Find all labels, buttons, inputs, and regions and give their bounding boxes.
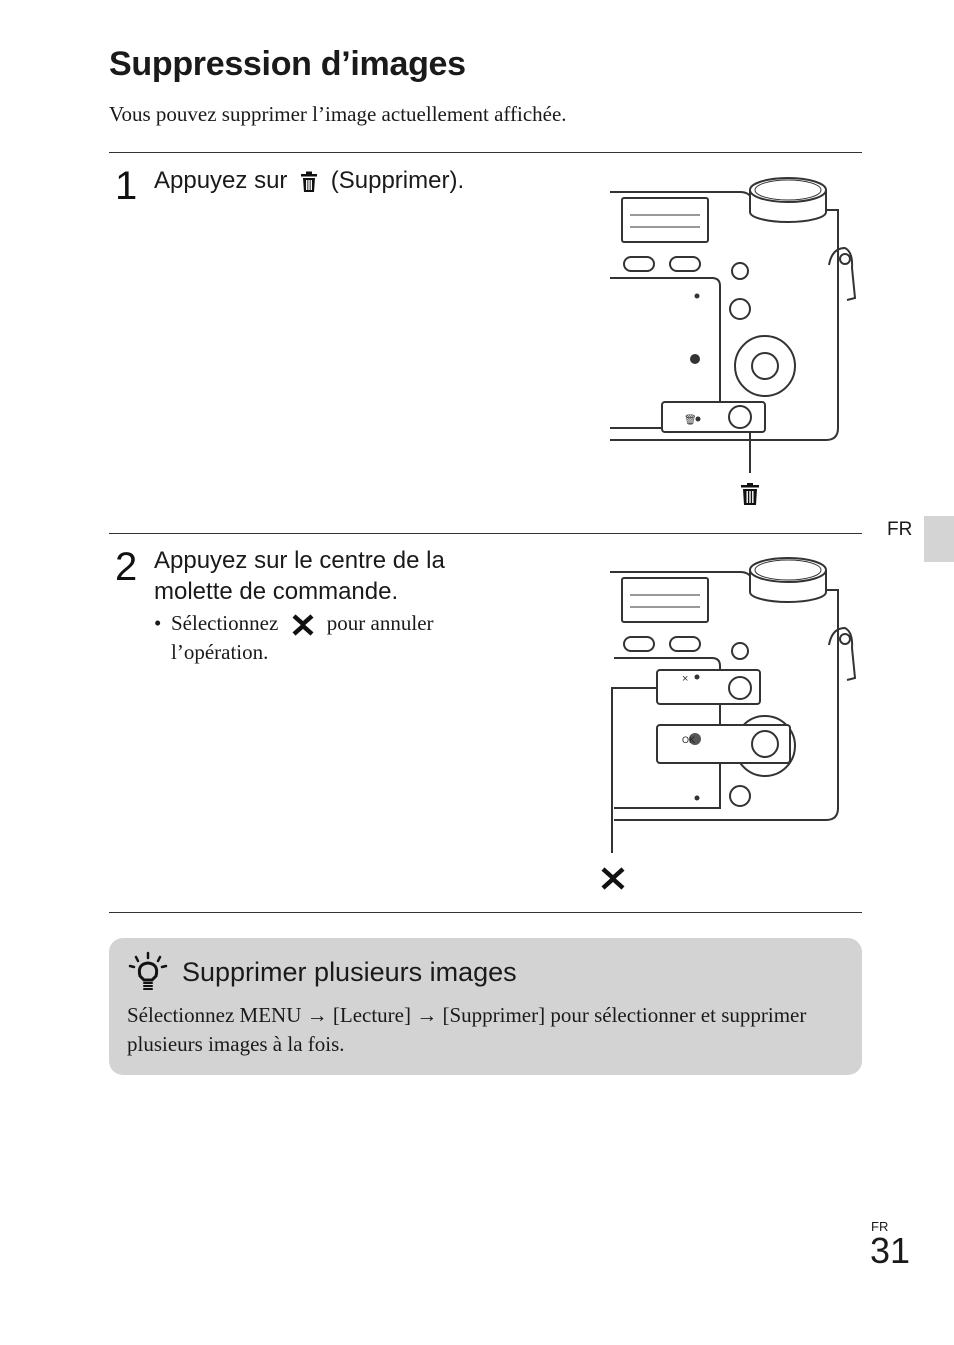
step-2-number: 2 xyxy=(115,545,138,589)
footer-language: FR xyxy=(871,1219,889,1234)
delete-button xyxy=(728,405,752,429)
side-language-label: FR xyxy=(887,519,913,540)
fig2-cancel-label: × xyxy=(682,673,688,685)
step-1-text-before: Appuyez sur xyxy=(154,167,288,194)
step-2-bullet-after: pour annuler l’opération. xyxy=(171,611,434,664)
divider-middle xyxy=(109,533,862,534)
camera-figure-confirm: × OK xyxy=(601,557,857,890)
camera-figure-delete: 🗑 xyxy=(610,177,857,505)
fig1-delete-label: 🗑 xyxy=(684,414,697,426)
step-2-bullet-before: Sélectionnez xyxy=(171,611,279,635)
lightbulb-icon xyxy=(128,951,168,990)
step-2-text: Appuyez sur le centre de la molette de c… xyxy=(154,547,445,605)
cross-icon xyxy=(601,867,625,890)
cross-icon xyxy=(292,614,314,636)
divider-bottom xyxy=(109,912,862,913)
tip-box xyxy=(109,938,862,1075)
tip-body: Sélectionnez MENU → [Lecture] → [Supprim… xyxy=(127,1003,807,1056)
step-2-bullet: Sélectionnez pour annuler l’opération. xyxy=(171,609,491,667)
tip-title: Supprimer plusieurs images xyxy=(182,957,517,987)
page-number: 31 xyxy=(870,1230,911,1271)
step-1-text-after: (Supprimer). xyxy=(330,167,465,194)
step-1-text: Appuyez sur (Supprimer). xyxy=(154,165,464,196)
step-2-bullet-marker: • xyxy=(154,611,162,635)
fig2-ok-label: OK xyxy=(682,735,695,745)
cancel-button xyxy=(728,676,752,700)
divider-top xyxy=(109,152,862,153)
page-title: Suppression d’images xyxy=(109,45,466,83)
step-1-number: 1 xyxy=(115,164,138,208)
side-tab xyxy=(924,516,954,562)
intro-text: Vous pouvez supprimer l’image actuelleme… xyxy=(109,102,567,126)
center-button xyxy=(751,730,779,758)
trash-icon xyxy=(301,171,318,192)
trash-icon xyxy=(741,483,759,505)
